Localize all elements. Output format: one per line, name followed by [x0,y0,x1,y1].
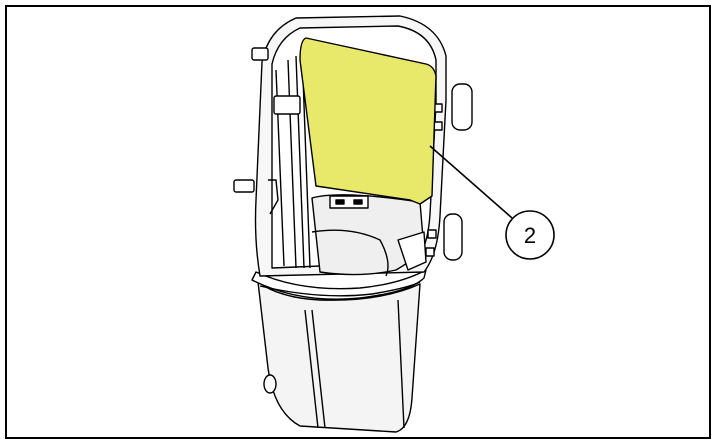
side-pin [251,47,269,61]
right-knob [451,83,473,131]
right-knob [443,213,463,261]
bin-rib [304,309,319,429]
bin-rib [311,309,326,429]
figure-border [5,5,711,439]
callout-label: 2 [524,223,536,248]
mount-slot [353,199,363,205]
inner-ledge [397,231,427,271]
bin-rim-inner [259,281,421,297]
callout-circle [505,210,555,260]
bin-lower-body [257,281,421,433]
side-pin [233,179,255,193]
highlighted-panel [299,37,437,205]
right-clip [425,247,435,257]
mount-bracket [329,195,369,209]
mount-slot [335,199,345,205]
side-rail [287,59,297,269]
bin-rib [397,299,405,429]
caster-wheel [263,374,277,394]
side-pin [273,95,301,115]
latch-hook [268,179,279,215]
side-rail [295,55,305,269]
cavity-contour [311,229,389,277]
callout-leader-line [429,145,513,219]
right-clip [433,121,443,131]
right-clip [427,229,437,239]
